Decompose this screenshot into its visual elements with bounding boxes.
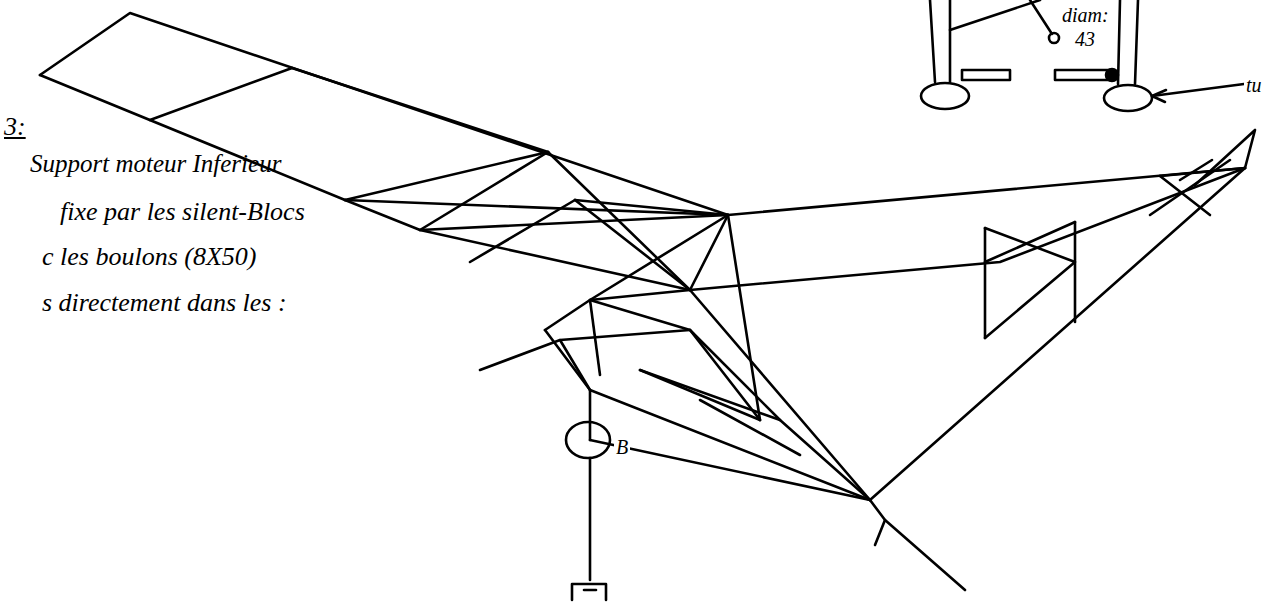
fuselage-frame <box>545 130 1255 500</box>
inset-detail <box>921 0 1244 111</box>
dimension-note: tu <box>1244 74 1264 97</box>
handwritten-note: fixe par les silent-Blocs <box>58 197 307 227</box>
handwritten-note: 3: <box>2 112 28 142</box>
lower-frame <box>480 330 965 600</box>
handwritten-note: s directement dans les : <box>40 288 289 318</box>
detail-letter: B <box>614 436 630 459</box>
handwritten-note: c les boulons (8X50) <box>40 242 258 272</box>
dimension-note: 43 <box>1073 28 1097 51</box>
handwritten-note: Support moteur Inferieur <box>28 150 283 179</box>
mount-bracket <box>572 584 606 600</box>
detail-circle <box>566 422 610 458</box>
dimension-note: diam: <box>1060 4 1111 27</box>
